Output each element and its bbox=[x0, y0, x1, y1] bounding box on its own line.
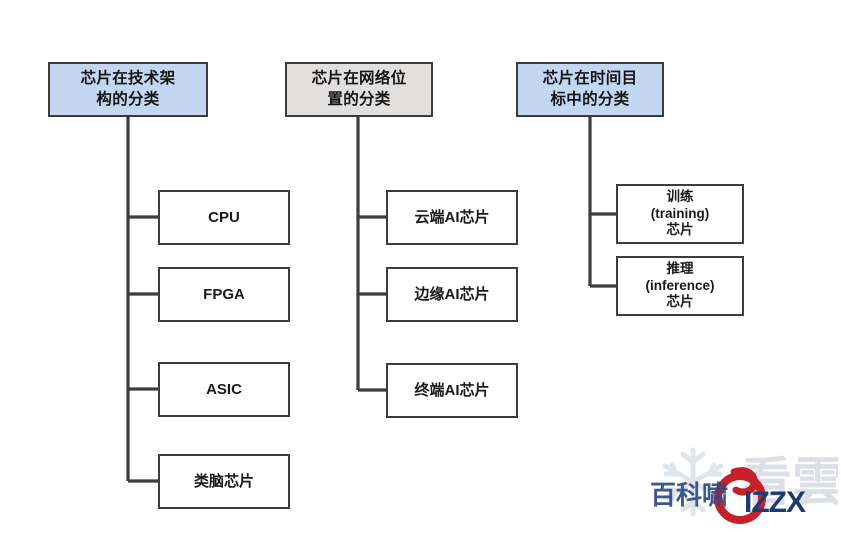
snowflake-icon bbox=[662, 447, 724, 517]
leaf-label-training-chip: 训练 (training) 芯片 bbox=[650, 189, 710, 238]
leaf-label-asic: ASIC bbox=[206, 380, 242, 398]
root-box-network-position[interactable]: 芯片在网络位 置的分类 bbox=[285, 62, 433, 117]
leaf-label-inference-chip: 推理 (inference) 芯片 bbox=[645, 261, 715, 310]
leaf-label-terminal-ai-chip: 终端AI芯片 bbox=[414, 381, 490, 399]
leaf-box-fpga[interactable]: FPGA bbox=[158, 267, 290, 322]
root-box-tech-architecture[interactable]: 芯片在技术架 构的分类 bbox=[48, 62, 208, 117]
watermark: 看雲 百科啸 IZZX bbox=[650, 447, 838, 524]
root-label-time-target: 芯片在时间目 标中的分类 bbox=[542, 70, 638, 108]
watermark-right-text: 看雲 bbox=[740, 453, 838, 513]
root-label-tech-architecture: 芯片在技术架 构的分类 bbox=[80, 70, 176, 108]
leaf-box-inference-chip[interactable]: 推理 (inference) 芯片 bbox=[616, 256, 744, 316]
leaf-label-fpga: FPGA bbox=[203, 285, 245, 303]
leaf-box-edge-ai-chip[interactable]: 边缘AI芯片 bbox=[386, 267, 518, 322]
leaf-label-cpu: CPU bbox=[208, 208, 240, 226]
leaf-box-brain-inspired-chip[interactable]: 类脑芯片 bbox=[158, 454, 290, 509]
leaf-box-cloud-ai-chip[interactable]: 云端AI芯片 bbox=[386, 190, 518, 245]
leaf-label-cloud-ai-chip: 云端AI芯片 bbox=[414, 208, 490, 226]
watermark-brand-text: IZZX bbox=[744, 486, 806, 519]
leaf-label-edge-ai-chip: 边缘AI芯片 bbox=[414, 285, 490, 303]
leaf-box-training-chip[interactable]: 训练 (training) 芯片 bbox=[616, 184, 744, 244]
leaf-label-brain-inspired-chip: 类脑芯片 bbox=[193, 472, 254, 490]
leaf-box-asic[interactable]: ASIC bbox=[158, 362, 290, 417]
leaf-box-cpu[interactable]: CPU bbox=[158, 190, 290, 245]
watermark-left-text: 百科啸 bbox=[650, 481, 728, 511]
leaf-box-terminal-ai-chip[interactable]: 终端AI芯片 bbox=[386, 363, 518, 418]
watermark-red-mark bbox=[714, 467, 766, 524]
root-label-network-position: 芯片在网络位 置的分类 bbox=[311, 70, 407, 108]
root-box-time-target[interactable]: 芯片在时间目 标中的分类 bbox=[516, 62, 664, 117]
